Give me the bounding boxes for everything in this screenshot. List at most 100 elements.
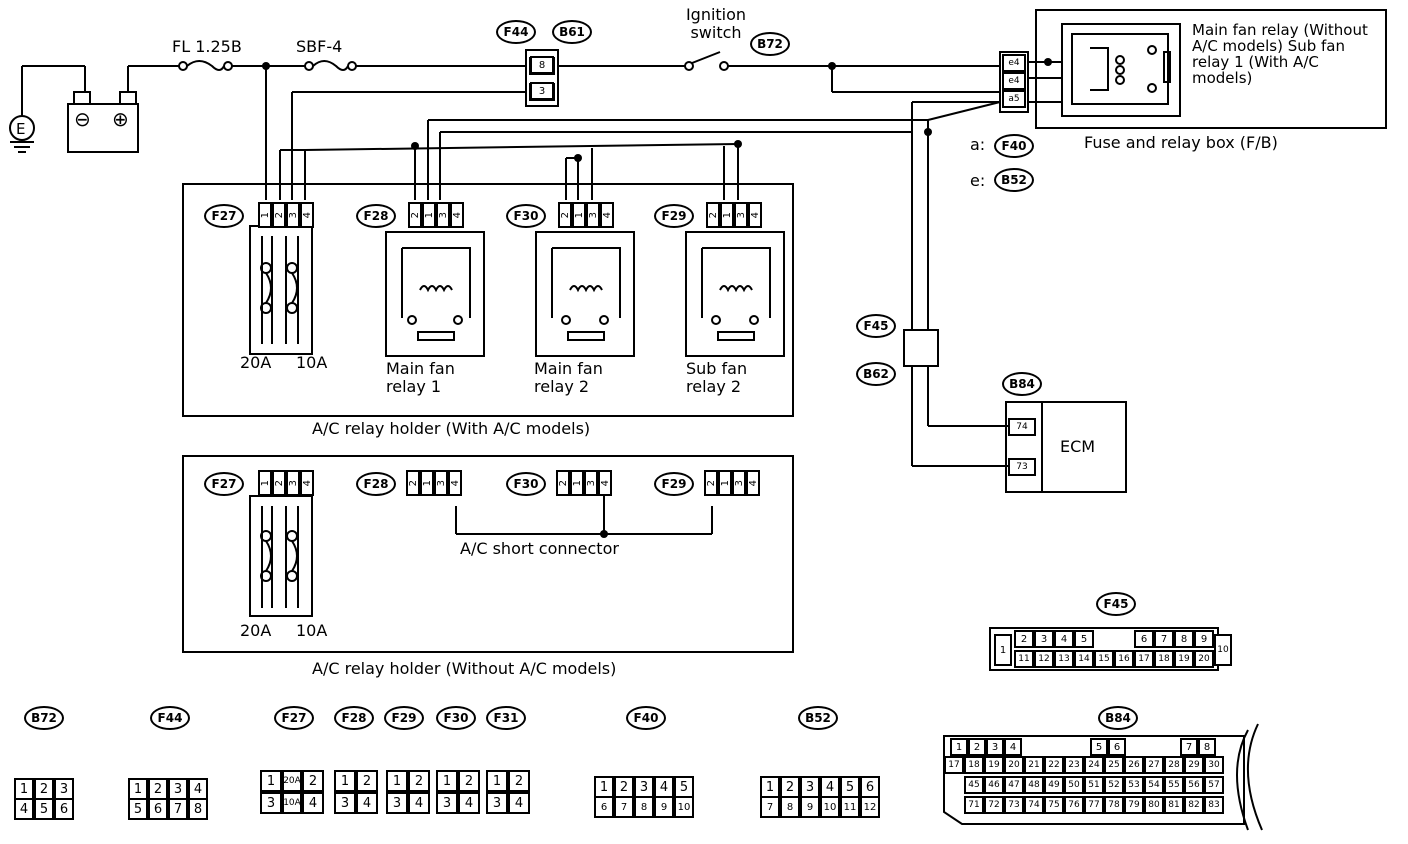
- f28-face-pin-3: 3: [334, 792, 356, 814]
- b84-face-pin-57: 57: [1204, 776, 1224, 794]
- f27-pin-3: 3: [286, 202, 300, 228]
- b84-face-pin-73: 73: [1004, 796, 1024, 814]
- b84-face-pin-17: 17: [944, 756, 964, 774]
- tag-f29-face: F29: [384, 706, 424, 730]
- f27-face-pin-1: 1: [260, 770, 282, 792]
- b72-face-pin-4: 4: [14, 798, 34, 820]
- tag-b72-face: B72: [24, 706, 64, 730]
- b84-face-pin-52: 52: [1104, 776, 1124, 794]
- b84-face-pin-5: 5: [1090, 738, 1108, 756]
- f30-face-pin-2: 2: [458, 770, 480, 792]
- e-prefix-label: e:: [970, 171, 986, 190]
- b84-face-pin-77: 77: [1084, 796, 1104, 814]
- f40-face-pin-5: 5: [674, 776, 694, 798]
- fuse-20a-b-label: 20A: [240, 621, 272, 640]
- f28b-pin-3: 3: [434, 470, 448, 496]
- f30b-pin-4: 4: [598, 470, 612, 496]
- tag-f45-face: F45: [1096, 592, 1136, 616]
- f28b-pin-1: 1: [420, 470, 434, 496]
- b84-face-pin-53: 53: [1124, 776, 1144, 794]
- f29b-pin-1: 1: [718, 470, 732, 496]
- f44-face-pin-6: 6: [148, 798, 168, 820]
- b72-face-pin-1: 1: [14, 778, 34, 800]
- b52-face-pin-2: 2: [780, 776, 800, 798]
- fuse-10a-b-label: 10A: [296, 621, 328, 640]
- f29-face-pin-3: 3: [386, 792, 408, 814]
- tag-b72: B72: [750, 32, 790, 56]
- f30b-pin-2: 2: [556, 470, 570, 496]
- f40-face-pin-7: 7: [614, 796, 634, 818]
- tag-f44-face: F44: [150, 706, 190, 730]
- f28b-pin-2: 2: [406, 470, 420, 496]
- f44-face-pin-7: 7: [168, 798, 188, 820]
- b84-face-pin-29: 29: [1184, 756, 1204, 774]
- f44-face-pin-1: 1: [128, 778, 148, 800]
- f44-face-pin-2: 2: [148, 778, 168, 800]
- f29b-pin-4: 4: [746, 470, 760, 496]
- b84-face-pin-18: 18: [964, 756, 984, 774]
- b84-face-pin-19: 19: [984, 756, 1004, 774]
- f45-face-pin-13: 13: [1054, 650, 1074, 668]
- b52-face-pin-8: 8: [780, 796, 800, 818]
- f28-pin-3: 3: [436, 202, 450, 228]
- b84-face-pin-46: 46: [984, 776, 1004, 794]
- f45-face-pin-2: 2: [1014, 630, 1034, 648]
- f30-face-pin-4: 4: [458, 792, 480, 814]
- b84-face-pin-54: 54: [1144, 776, 1164, 794]
- f28-face-pin-4: 4: [356, 792, 378, 814]
- b52-face-pin-10: 10: [820, 796, 840, 818]
- main-fan-relay-1-label: Main fan relay 1: [386, 359, 455, 396]
- f30-pin-1: 1: [572, 202, 586, 228]
- b84-face-pin-55: 55: [1164, 776, 1184, 794]
- b84-face-pin-49: 49: [1044, 776, 1064, 794]
- f28-pin-2: 2: [408, 202, 422, 228]
- b52-face-pin-7: 7: [760, 796, 780, 818]
- f45-face-pin-18: 18: [1154, 650, 1174, 668]
- ignition-switch-label: Ignition switch: [685, 5, 747, 42]
- f40-face-pin-8: 8: [634, 796, 654, 818]
- b84-face-pin-27: 27: [1144, 756, 1164, 774]
- b52-face-pin-5: 5: [840, 776, 860, 798]
- b84-face-pin-28: 28: [1164, 756, 1184, 774]
- f30-pin-2: 2: [558, 202, 572, 228]
- b84-face-pin-25: 25: [1104, 756, 1124, 774]
- b52-face-pin-6: 6: [860, 776, 880, 798]
- f45-face-pin-16: 16: [1114, 650, 1134, 668]
- fb-relay-label: Main fan relay (Without A/C models) Sub …: [1192, 21, 1368, 87]
- holder-with-ac-label: A/C relay holder (With A/C models): [312, 419, 591, 438]
- f30-pin-3: 3: [586, 202, 600, 228]
- ecm-label: ECM: [1060, 437, 1096, 456]
- f40-face-pin-4: 4: [654, 776, 674, 798]
- fuse-20a-label: 20A: [240, 353, 272, 372]
- tag-f30-face: F30: [436, 706, 476, 730]
- b84-face-pin-50: 50: [1064, 776, 1084, 794]
- tag-f29b: F29: [654, 472, 694, 496]
- b52-face-pin-9: 9: [800, 796, 820, 818]
- f29-face-pin-1: 1: [386, 770, 408, 792]
- b72-face-pin-2: 2: [34, 778, 54, 800]
- f27-face-20a: 20A: [282, 770, 302, 792]
- tag-b84: B84: [1002, 372, 1042, 396]
- f31-face-pin-4: 4: [508, 792, 530, 814]
- b61-pin-8: 8: [530, 56, 554, 74]
- b84-face-pin-83: 83: [1204, 796, 1224, 814]
- fb-pin-0: e4: [1002, 54, 1026, 72]
- f45-face-pin-20: 20: [1194, 650, 1214, 668]
- b52-face-pin-1: 1: [760, 776, 780, 798]
- b84-face-pin-21: 21: [1024, 756, 1044, 774]
- f31-face-pin-1: 1: [486, 770, 508, 792]
- b84-face-pin-6: 6: [1108, 738, 1126, 756]
- tag-f30: F30: [506, 204, 546, 228]
- f45-face-pin-10: 10: [1214, 634, 1232, 666]
- f27-pin-1: 1: [258, 202, 272, 228]
- f40-face-pin-6: 6: [594, 796, 614, 818]
- b84-face-pin-79: 79: [1124, 796, 1144, 814]
- f30b-pin-3: 3: [584, 470, 598, 496]
- b84-face-pin-51: 51: [1084, 776, 1104, 794]
- tag-f45: F45: [856, 314, 896, 338]
- battery-plus-label: ⊕: [112, 107, 129, 131]
- tag-b84-face: B84: [1098, 706, 1138, 730]
- f45-face-pin-1: 1: [994, 634, 1012, 666]
- f29-face-pin-4: 4: [408, 792, 430, 814]
- f45-face-pin-14: 14: [1074, 650, 1094, 668]
